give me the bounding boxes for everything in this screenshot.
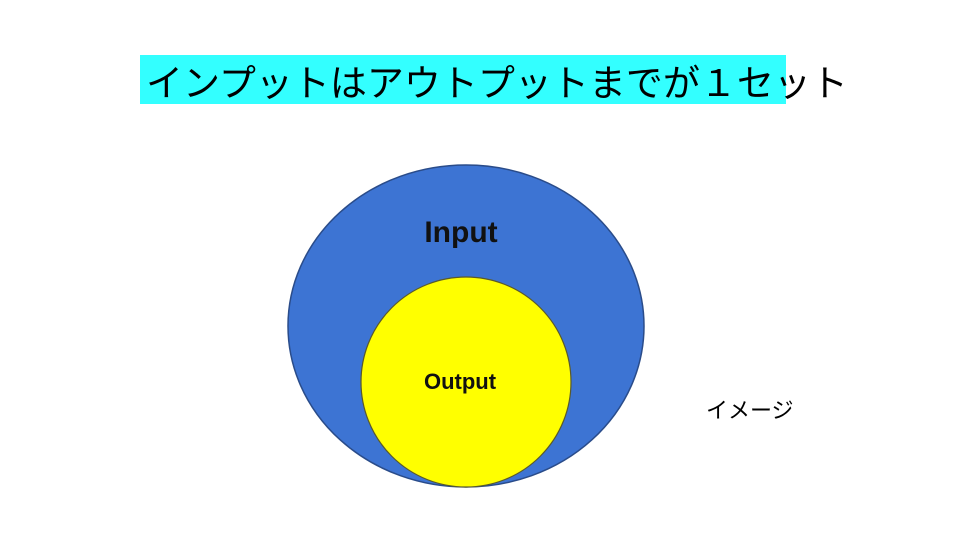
input-label: Input (424, 216, 497, 249)
output-label: Output (424, 369, 497, 394)
title-banner: インプットはアウトプットまでが１セット (140, 55, 848, 105)
output-circle (360, 276, 572, 488)
page-title: インプットはアウトプットまでが１セット (146, 61, 848, 105)
image-note: イメージ (706, 399, 794, 424)
